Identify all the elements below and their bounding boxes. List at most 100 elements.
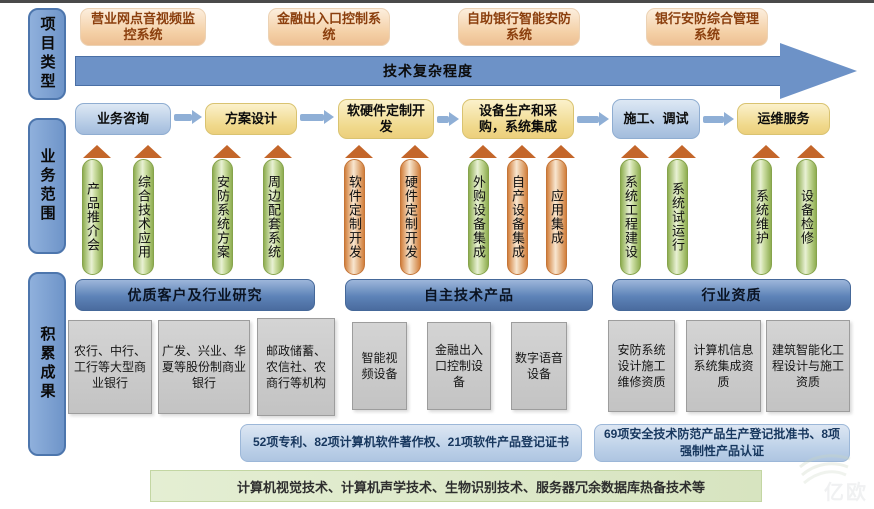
scope-item-purchased-equipment: 外购设备集成 — [468, 145, 498, 275]
scope-item-system-engineering: 系统工程建设 — [620, 145, 650, 275]
row-label-project-type: 项目类型 — [28, 8, 66, 100]
scope-item-label: 系统维护 — [754, 189, 769, 245]
qualification-label: 建筑智能化工程设计与施工资质 — [771, 342, 844, 390]
scope-item-label: 软件定制开发 — [347, 175, 362, 259]
iyiou-logo-icon — [799, 454, 851, 485]
section-header-label: 自主技术产品 — [424, 287, 514, 303]
qualification-box: 建筑智能化工程设计与施工资质 — [766, 320, 850, 412]
project-type-box: 自助银行智能安防系统 — [458, 8, 580, 46]
technology-footer: 计算机视觉技术、计算机声学技术、生物识别技术、服务器冗余数据库热备技术等 — [150, 470, 762, 502]
up-arrow-icon — [401, 145, 429, 158]
project-type-box: 金融出入口控制系统 — [268, 8, 390, 46]
row-label-business-scope: 业务范围 — [28, 118, 66, 254]
up-arrow-icon — [797, 145, 825, 158]
qualification-box: 计算机信息系统集成资质 — [686, 320, 761, 412]
product-label: 金融出入口控制设备 — [434, 342, 483, 390]
up-arrow-icon — [345, 145, 373, 158]
project-type-label: 营业网点音视频监控系统 — [90, 10, 195, 42]
scope-item-app-integration: 应用集成 — [546, 145, 576, 275]
section-header-label: 优质客户及行业研究 — [127, 287, 263, 303]
scope-item-label: 系统试运行 — [670, 182, 685, 252]
flow-step-consulting: 业务咨询 — [75, 103, 171, 135]
up-arrow-icon — [547, 145, 575, 158]
scope-item-hardware-dev: 硬件定制开发 — [400, 145, 430, 275]
up-arrow-icon — [213, 145, 241, 158]
client-box: 广发、兴业、华夏等股份制商业银行 — [158, 320, 250, 414]
row-label-text: 业务范围 — [38, 148, 56, 224]
qualification-label: 安防系统设计施工维修资质 — [617, 342, 666, 390]
scope-item-equipment-overhaul: 设备检修 — [796, 145, 826, 275]
flow-step-label: 业务咨询 — [96, 110, 149, 126]
scope-item-security-plan: 安防系统方案 — [212, 145, 242, 275]
row-label-text: 项目类型 — [38, 16, 56, 92]
client-label: 邮政储蓄、农信社、农商行等机构 — [265, 343, 326, 391]
flow-step-label: 运维服务 — [757, 110, 810, 126]
patents-note: 52项专利、82项计算机软件著作权、21项软件产品登记证书 — [240, 424, 582, 462]
scope-item-product-promotion: 产品推介会 — [82, 145, 112, 275]
row-label-achievements: 积累成果 — [28, 272, 66, 456]
section-header-qualifications: 行业资质 — [612, 279, 851, 311]
up-arrow-icon — [264, 145, 292, 158]
scope-item-trial-run: 系统试运行 — [667, 145, 697, 275]
scope-item-tech-application: 综合技术应用 — [133, 145, 163, 275]
section-header-products: 自主技术产品 — [345, 279, 593, 311]
project-type-label: 银行安防综合管理系统 — [654, 10, 759, 42]
scope-item-software-dev: 软件定制开发 — [344, 145, 374, 275]
iyiou-watermark-label: 亿欧 — [824, 482, 868, 504]
scope-item-own-equipment: 自产设备集成 — [507, 145, 537, 275]
flow-arrow-icon — [437, 112, 459, 126]
scope-item-label: 系统工程建设 — [623, 175, 638, 259]
product-box: 数字语音设备 — [511, 322, 567, 410]
flow-step-label: 方案设计 — [224, 110, 277, 126]
up-arrow-icon — [752, 145, 780, 158]
top-divider-line — [0, 0, 874, 3]
flow-arrow-icon — [703, 112, 734, 126]
flow-arrow-icon — [300, 110, 334, 124]
client-box: 邮政储蓄、农信社、农商行等机构 — [257, 318, 335, 416]
flow-step-label: 设备生产和采购，系统集成 — [478, 102, 557, 134]
product-label: 数字语音设备 — [515, 350, 564, 381]
flow-step-production-integration: 设备生产和采购，系统集成 — [462, 99, 574, 139]
flow-step-development: 软硬件定制开发 — [338, 99, 434, 139]
complexity-arrow: 技术复杂程度 — [75, 56, 780, 86]
client-label: 广发、兴业、华夏等股份制商业银行 — [162, 343, 247, 391]
technology-footer-label: 计算机视觉技术、计算机声学技术、生物识别技术、服务器冗余数据库热备技术等 — [236, 479, 705, 495]
flow-arrow-icon — [577, 112, 609, 126]
scope-item-system-maintenance: 系统维护 — [751, 145, 781, 275]
flow-step-maintenance-service: 运维服务 — [737, 103, 830, 135]
up-arrow-icon — [469, 145, 497, 158]
product-box: 智能视频设备 — [352, 322, 407, 410]
qualification-box: 安防系统设计施工维修资质 — [608, 320, 675, 412]
product-label: 智能视频设备 — [361, 350, 398, 381]
project-type-label: 金融出入口控制系统 — [276, 10, 381, 42]
scope-item-label: 周边配套系统 — [266, 175, 281, 259]
scope-item-label: 应用集成 — [549, 189, 564, 245]
scope-item-label: 综合技术应用 — [136, 175, 151, 259]
project-type-box: 营业网点音视频监控系统 — [80, 8, 206, 46]
patents-note-label: 52项专利、82项计算机软件著作权、21项软件产品登记证书 — [252, 435, 570, 450]
flow-step-design: 方案设计 — [205, 103, 297, 135]
scope-item-label: 安防系统方案 — [215, 175, 230, 259]
scope-item-peripheral-systems: 周边配套系统 — [263, 145, 293, 275]
row-label-text: 积累成果 — [38, 326, 56, 402]
up-arrow-icon — [668, 145, 696, 158]
flow-step-label: 软硬件定制开发 — [346, 102, 425, 134]
project-type-label: 自助银行智能安防系统 — [466, 10, 571, 42]
approvals-note: 69项安全技术防范产品生产登记批准书、8项强制性产品认证 — [594, 424, 850, 462]
up-arrow-icon — [621, 145, 649, 158]
complexity-arrowhead-icon — [780, 43, 857, 99]
client-box: 农行、中行、工行等大型商业银行 — [68, 320, 152, 414]
flow-step-label: 施工、调试 — [623, 110, 689, 126]
complexity-arrow-label: 技术复杂程度 — [383, 63, 473, 79]
qualification-label: 计算机信息系统集成资质 — [693, 342, 754, 390]
flow-step-construction: 施工、调试 — [612, 99, 700, 139]
section-header-clients: 优质客户及行业研究 — [75, 279, 315, 311]
approvals-note-label: 69项安全技术防范产品生产登记批准书、8项强制性产品认证 — [603, 426, 841, 458]
section-header-label: 行业资质 — [701, 287, 762, 303]
scope-item-label: 外购设备集成 — [471, 175, 486, 259]
scope-item-label: 自产设备集成 — [510, 175, 525, 259]
scope-item-label: 硬件定制开发 — [403, 175, 418, 259]
scope-item-label: 设备检修 — [799, 189, 814, 245]
scope-item-label: 产品推介会 — [85, 182, 100, 252]
